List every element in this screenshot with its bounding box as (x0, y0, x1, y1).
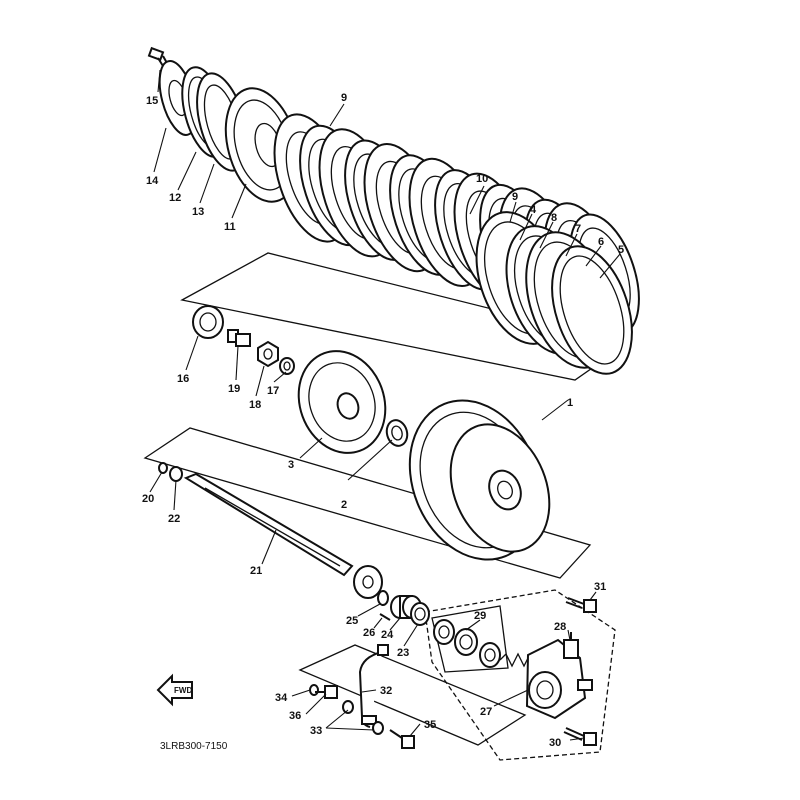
clutch-hose-32 (358, 644, 389, 728)
thrust-washer-2 (385, 419, 409, 447)
stack-end-ring (551, 245, 633, 375)
clutch-housing-group-box (143, 427, 592, 579)
callout-13: 13 (192, 206, 204, 218)
callout-8: 8 (551, 212, 557, 224)
stack-end-ring-inner (559, 255, 625, 365)
callout-labels: 1 2 3 4 5 6 7 8 9 9 10 11 12 13 14 15 16… (142, 92, 624, 749)
callout-22: 22 (168, 513, 180, 525)
release-cylinder-group-box (424, 589, 616, 761)
callout-34: 34 (275, 692, 288, 704)
callout-4: 4 (530, 204, 537, 216)
release-cylinder-27 (525, 638, 593, 720)
callout-2: 2 (341, 499, 347, 511)
callout-24: 24 (381, 629, 394, 641)
callout-20: 20 (142, 493, 154, 505)
diagram-code: 3LRB300-7150 (160, 741, 228, 752)
clutch-plate-stack (273, 113, 640, 375)
callout-9-lower: 9 (512, 191, 518, 203)
callout-11: 11 (224, 221, 236, 233)
callout-7: 7 (575, 223, 581, 235)
push-rod-21 (183, 472, 383, 599)
bolt-30 (563, 727, 597, 746)
ball-22 (169, 466, 183, 482)
callout-30: 30 (549, 737, 561, 749)
fwd-arrow-icon: FWD (156, 673, 193, 707)
callout-29: 29 (474, 610, 486, 622)
bearing-16 (192, 305, 224, 339)
seal-25 (377, 590, 389, 606)
pushrod-19 (227, 329, 251, 347)
callout-5: 5 (618, 244, 624, 256)
callout-3: 3 (288, 459, 294, 471)
callout-12: 12 (169, 192, 181, 204)
gasket-33 (342, 700, 384, 735)
release-piston-kit-29 (433, 619, 531, 668)
union-bolt-35 (389, 729, 415, 749)
callout-31: 31 (594, 581, 606, 593)
callout-17: 17 (267, 385, 279, 397)
callout-32: 32 (380, 685, 392, 697)
leader-lines (149, 69, 621, 741)
fwd-label: FWD (174, 686, 192, 695)
bolt-31 (565, 597, 597, 613)
callout-6: 6 (598, 236, 604, 248)
pin-26 (379, 613, 391, 621)
gasket-34 (309, 684, 319, 696)
callout-28: 28 (554, 621, 566, 633)
callout-14: 14 (146, 175, 159, 187)
washer-17 (279, 357, 295, 375)
callout-9-upper: 9 (341, 92, 347, 104)
callout-15: 15 (146, 95, 158, 107)
bleeder-28 (563, 632, 579, 659)
union-bolt-36 (315, 685, 338, 699)
callout-25: 25 (346, 615, 358, 627)
callout-35: 35 (424, 719, 436, 731)
callout-36: 36 (289, 710, 301, 722)
callout-21: 21 (250, 565, 262, 577)
oil-seal-23 (410, 602, 430, 626)
callout-19: 19 (228, 383, 240, 395)
primary-driven-gear-1 (408, 399, 551, 561)
callout-27: 27 (480, 706, 492, 718)
callout-10: 10 (476, 173, 488, 185)
nut-18 (257, 340, 279, 368)
callout-26: 26 (363, 627, 375, 639)
callout-16: 16 (177, 373, 189, 385)
callout-23: 23 (397, 647, 409, 659)
clutch-boss-3 (297, 350, 387, 454)
release-piston-kit-box (431, 605, 509, 673)
callout-18: 18 (249, 399, 261, 411)
circlip-20 (158, 462, 168, 474)
clutch-hose-group-box (298, 644, 527, 746)
callout-33: 33 (310, 725, 322, 737)
callout-1: 1 (567, 397, 573, 409)
